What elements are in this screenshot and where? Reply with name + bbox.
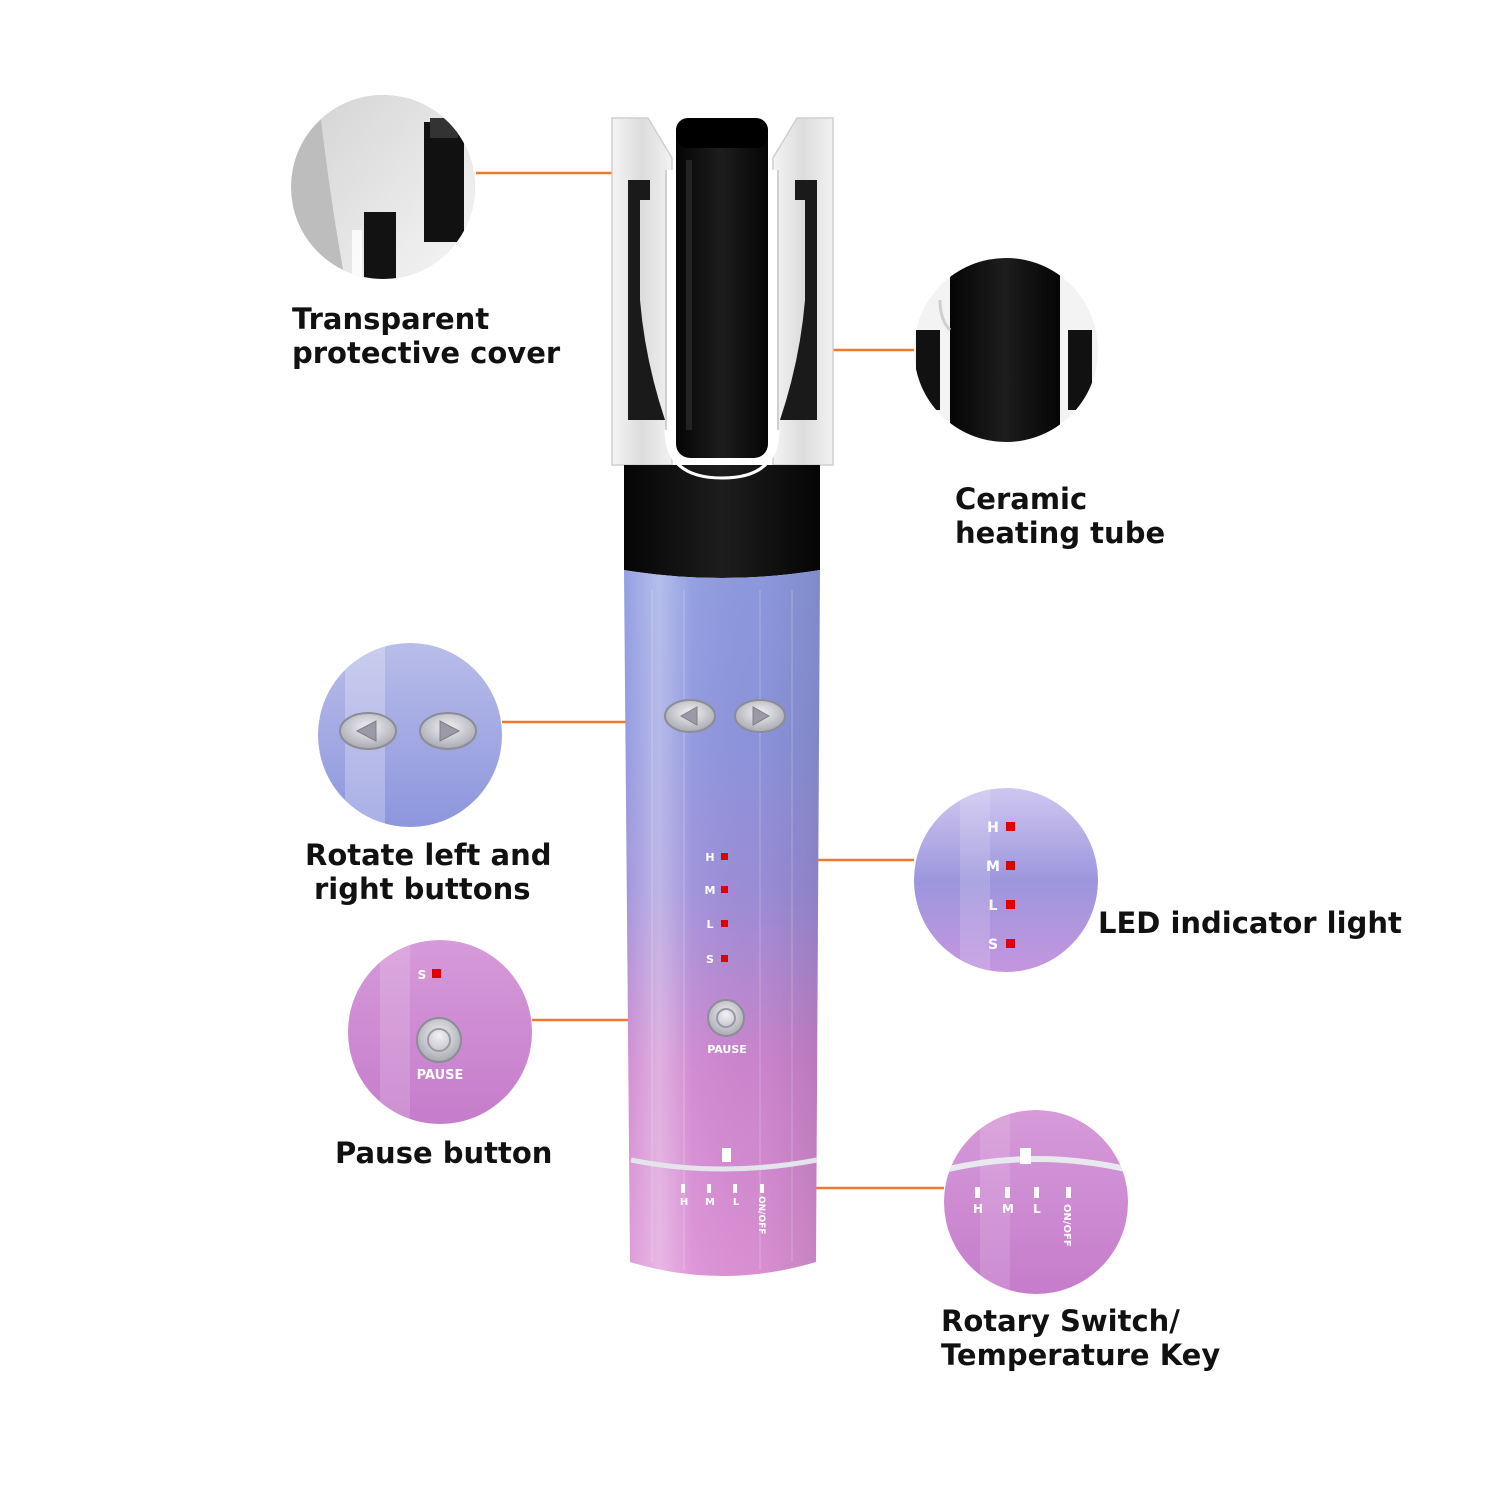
led-dot-s: [721, 955, 728, 962]
switch-mark-l: L: [733, 1197, 740, 1208]
svg-text:L: L: [1033, 1202, 1041, 1216]
zoom-rotate-buttons: [318, 643, 502, 827]
pause-label: PAUSE: [707, 1043, 747, 1056]
rotate-left-icon: [679, 706, 698, 726]
label-rotary-switch: Rotary Switch/ Temperature Key: [941, 1304, 1220, 1372]
led-dot-m: [721, 886, 728, 893]
led-label-h: H: [705, 851, 714, 864]
rotate-left-button[interactable]: [664, 699, 716, 733]
led-dot-h: [721, 853, 728, 860]
rotate-buttons: [664, 699, 786, 733]
led-indicator-column: H M L S: [705, 851, 728, 966]
black-collar: [624, 465, 820, 578]
rotary-switch[interactable]: H M L ON/OFF: [680, 1184, 766, 1234]
label-line: Temperature Key: [941, 1338, 1221, 1372]
label-rotate-buttons: Rotate left and right buttons: [305, 838, 551, 906]
svg-text:PAUSE: PAUSE: [417, 1068, 464, 1083]
label-line: Rotary Switch/: [941, 1304, 1180, 1338]
label-line: Transparent: [292, 302, 490, 336]
svg-text:ON/OFF: ON/OFF: [1061, 1204, 1072, 1247]
rotate-right-button[interactable]: [734, 699, 786, 733]
svg-text:S: S: [418, 968, 427, 982]
switch-mark-h: H: [680, 1197, 688, 1208]
label-line: protective cover: [292, 336, 561, 370]
label-line: Rotate left and: [305, 838, 552, 872]
zoom-cover: [291, 95, 475, 279]
zoom-rotary: H M L ON/OFF: [944, 1110, 1128, 1294]
label-line: right buttons: [314, 872, 531, 906]
label-led-indicator: LED indicator light: [1098, 906, 1402, 940]
svg-text:H: H: [973, 1202, 983, 1216]
svg-text:M: M: [986, 859, 1000, 875]
label-transparent-cover: Transparent protective cover: [292, 302, 560, 370]
switch-mark-onoff: ON/OFF: [756, 1196, 766, 1234]
label-line: Pause button: [335, 1136, 553, 1170]
pause-button[interactable]: [707, 999, 745, 1037]
rotary-ring: [630, 1157, 818, 1172]
label-line: LED indicator light: [1098, 906, 1402, 940]
label-pause-button: Pause button: [335, 1136, 552, 1170]
zoom-tube: [914, 258, 1098, 442]
curler-device: H M L S PAUSE H M: [611, 117, 834, 1276]
zoom-pause: S PAUSE: [348, 940, 532, 1124]
label-line: Ceramic: [955, 482, 1088, 516]
label-line: heating tube: [955, 516, 1166, 550]
rotary-pointer: [722, 1148, 731, 1162]
svg-text:H: H: [987, 820, 999, 836]
led-dot-l: [721, 920, 728, 927]
led-label-s: S: [706, 953, 714, 966]
svg-text:S: S: [988, 937, 998, 953]
svg-text:M: M: [1002, 1202, 1014, 1216]
ceramic-heating-tube: [676, 118, 768, 458]
zoom-led: H M L S: [914, 788, 1098, 972]
switch-mark-m: M: [705, 1197, 715, 1208]
label-ceramic-tube: Ceramic heating tube: [955, 482, 1165, 550]
led-label-m: M: [705, 884, 716, 897]
rotate-right-icon: [752, 706, 771, 726]
svg-text:L: L: [989, 898, 998, 914]
led-label-l: L: [706, 918, 713, 931]
